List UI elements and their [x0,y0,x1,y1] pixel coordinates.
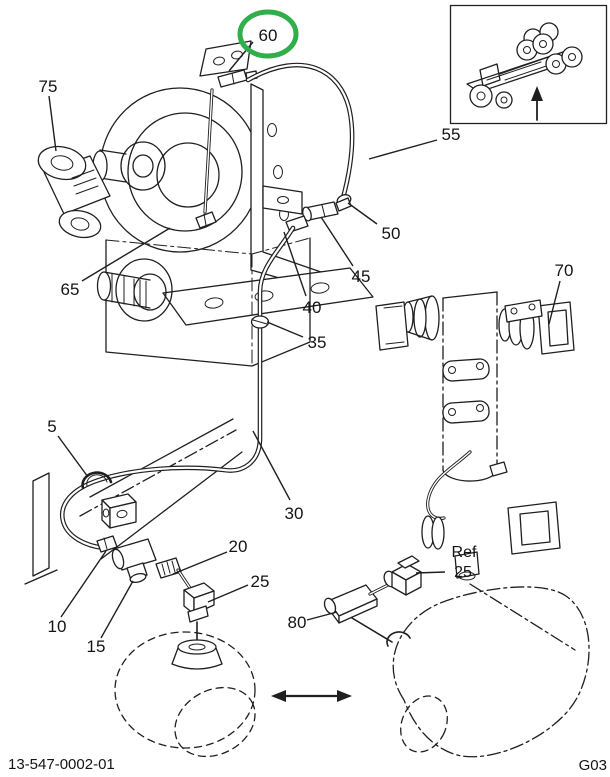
callout-5: 5 [47,417,56,436]
callout-55: 55 [442,125,461,144]
hose-30 [59,225,296,551]
callout-45: 45 [352,267,371,286]
clamp-5 [81,471,137,529]
fitting-65 [195,211,217,229]
connector-45 [302,201,339,222]
gearbox-drawing [37,40,374,367]
ref-elbow-25 [383,555,422,596]
callout-ref-label: Ref [452,544,477,561]
top-bracket [199,40,252,77]
valve-body-15 [111,538,157,584]
truck-chassis-icon [466,22,583,109]
leader-lines [48,41,561,639]
highlight-ring [237,9,299,59]
figure-number: 13-547-0002-01 [8,756,115,773]
fitting-50 [335,194,352,212]
clamp-35 [250,315,270,329]
callout-80: 80 [288,613,307,632]
callout-50: 50 [382,224,401,243]
splined-shaft [96,258,173,322]
air-tank-right [386,586,590,758]
callout-ref-number: 25 [454,564,472,581]
callout-35: 35 [308,333,327,352]
page-code: G03 [579,757,607,774]
callout-10: 10 [48,617,67,636]
fitting-80 [323,583,393,643]
callout-20: 20 [229,537,248,556]
tank-port-left [171,639,223,670]
transfer-assembly-70 [375,291,575,581]
callout-30: 30 [285,504,304,523]
callout-25: 25 [251,572,270,591]
hose-end-10 [96,535,118,553]
callout-60: 60 [259,26,278,45]
callout-70: 70 [555,261,574,280]
callout-40: 40 [303,298,322,317]
connector-20 [155,557,182,579]
yoke-75 [37,145,111,239]
elbow-25 [176,568,215,647]
callout-15: 15 [87,637,106,656]
inset-border [449,4,608,125]
double-arrow-icon [271,690,352,702]
up-arrow-icon [531,86,543,121]
inset-locator-box [449,4,608,125]
hose-55 [245,62,355,201]
callout-65: 65 [61,280,80,299]
air-tank-left [114,631,256,758]
callout-75: 75 [39,77,58,96]
